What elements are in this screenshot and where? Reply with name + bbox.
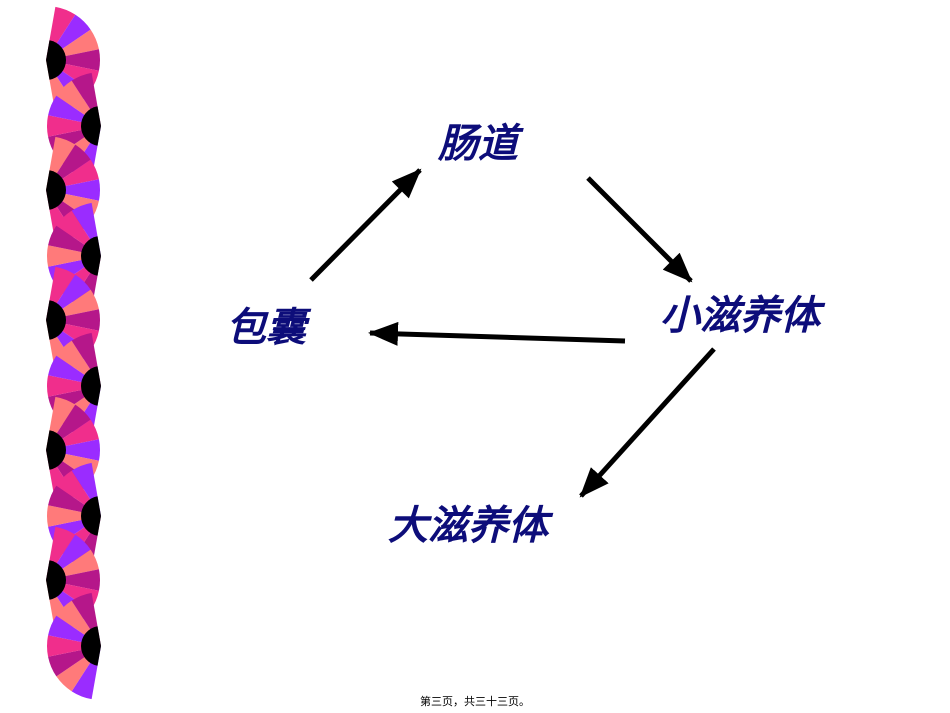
arrow-intestine-to-small-trophozoite (586, 176, 693, 283)
fan-rib (47, 115, 101, 137)
fan-rib (47, 375, 101, 397)
page-footer: 第三页，共三十三页。 (420, 695, 530, 708)
node-small-trophozoite: 小滋养体 (660, 293, 820, 339)
node-cyst: 包囊 (226, 305, 306, 351)
fan-handle (46, 40, 66, 80)
fan-handle (46, 560, 67, 600)
fan-handle (80, 236, 101, 276)
fan-handle (80, 626, 101, 666)
fan-rib (47, 505, 101, 527)
fan-rib (47, 635, 101, 657)
fan-rib (46, 179, 100, 201)
fan-handle (46, 430, 67, 470)
fan-rib (46, 309, 100, 331)
fan-rib (46, 49, 100, 71)
fan-border-decoration (46, 6, 101, 700)
fan-handle (80, 496, 101, 536)
fan-handle (46, 300, 67, 340)
arrow-cyst-to-intestine (309, 168, 422, 282)
fan-rib (46, 569, 100, 591)
fan-ornament (47, 592, 101, 700)
node-intestine: 肠道 (438, 121, 518, 167)
node-large-trophozoite: 大滋养体 (388, 503, 548, 549)
arrow-small-to-large-trophozoite (579, 347, 716, 498)
fan-handle (46, 170, 66, 210)
fan-rib (47, 245, 101, 267)
arrow-small-trophozoite-to-cyst (368, 321, 626, 346)
fan-rib (46, 439, 101, 461)
fan-handle (80, 366, 101, 406)
fan-handle (81, 106, 101, 146)
